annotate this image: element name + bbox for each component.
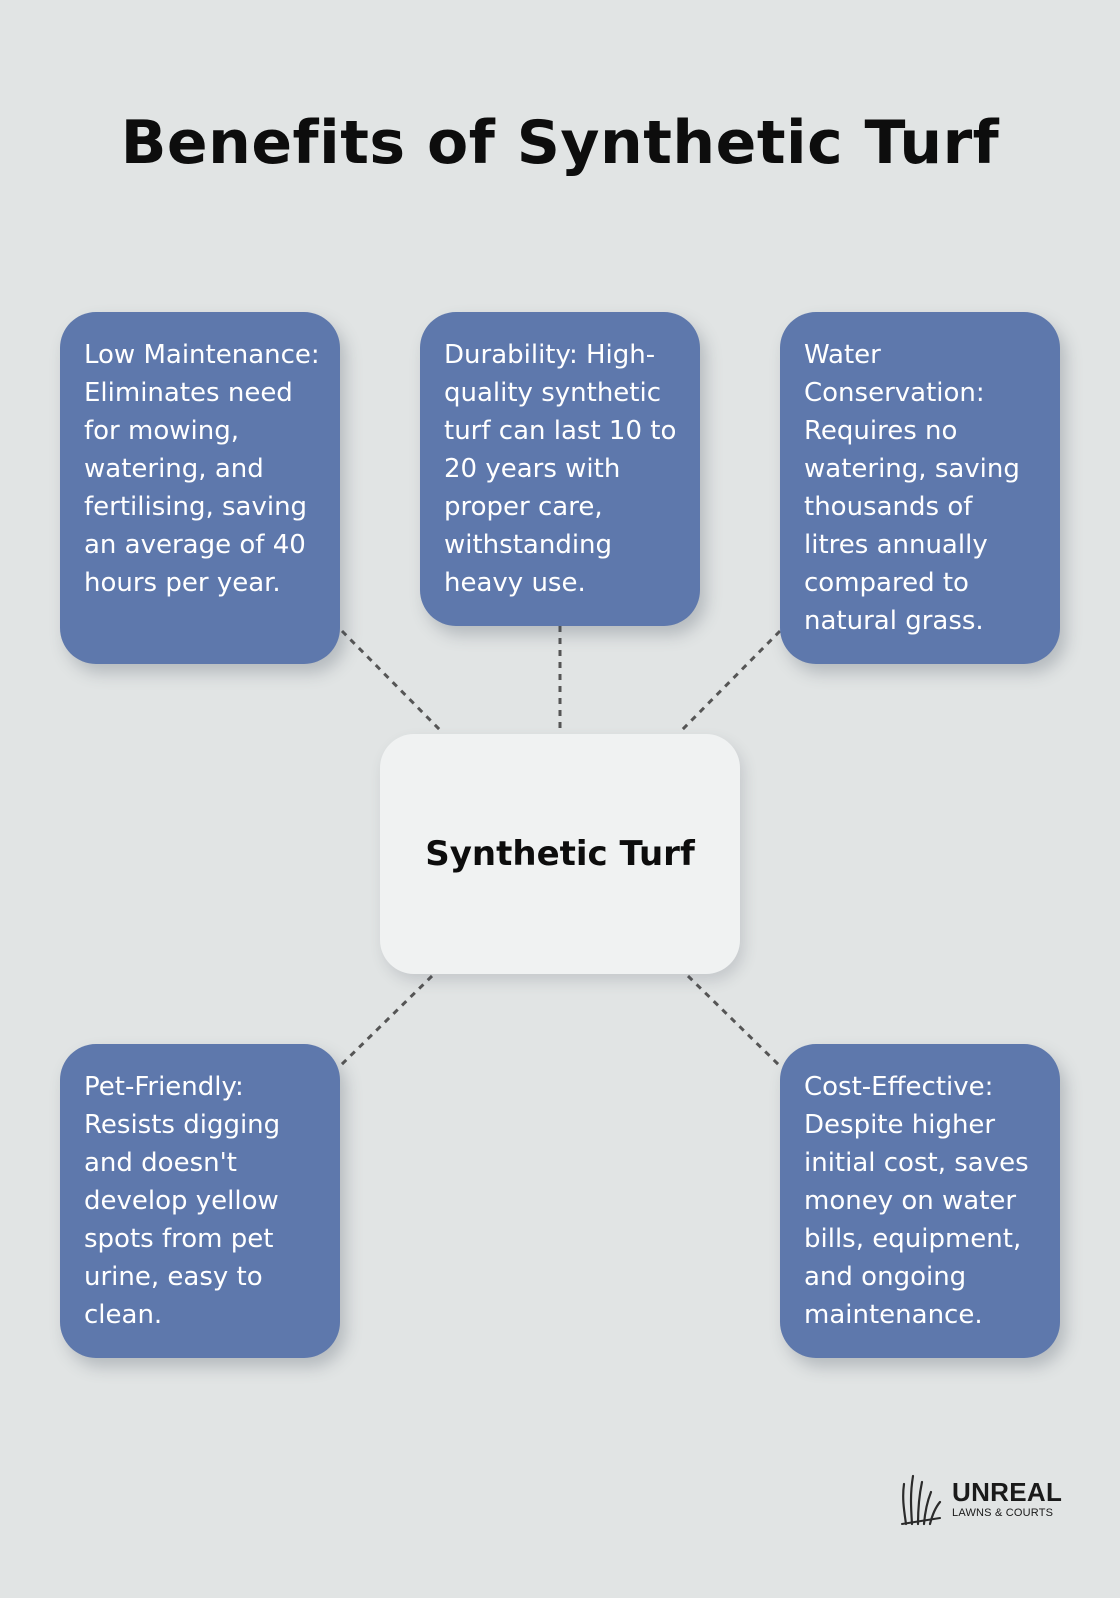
benefit-text: Durability: High-quality synthetic turf …: [444, 340, 677, 598]
connector-water-conservation: [678, 629, 782, 734]
brand-logo: UNREAL LAWNS & COURTS: [900, 1472, 1062, 1526]
logo-subtitle: LAWNS & COURTS: [952, 1507, 1054, 1519]
connector-low-maintenance: [340, 629, 444, 734]
benefit-low-maintenance: Low Maintenance: Eliminates need for mow…: [60, 312, 340, 664]
center-label: Synthetic Turf: [425, 834, 695, 874]
benefit-water-conservation: Water Conservation: Requires no watering…: [780, 312, 1060, 664]
benefit-text: Pet-Friendly: Resists digging and doesn'…: [84, 1072, 281, 1330]
benefit-text: Water Conservation: Requires no watering…: [804, 340, 1020, 636]
page-title: Benefits of Synthetic Turf: [120, 108, 1000, 178]
center-node: Synthetic Turf: [380, 734, 740, 974]
connector-pet-friendly: [336, 974, 434, 1070]
logo-brand-name: UNREAL: [952, 1477, 1063, 1507]
benefit-cost-effective: Cost-Effective: Despite higher initial c…: [780, 1044, 1060, 1358]
benefit-pet-friendly: Pet-Friendly: Resists digging and doesn'…: [60, 1044, 340, 1358]
benefit-durability: Durability: High-quality synthetic turf …: [420, 312, 700, 626]
connector-cost-effective: [686, 974, 784, 1070]
benefit-text: Cost-Effective: Despite higher initial c…: [804, 1072, 1029, 1330]
grass-blades-icon: [901, 1474, 942, 1526]
benefit-text: Low Maintenance: Eliminates need for mow…: [84, 340, 320, 598]
